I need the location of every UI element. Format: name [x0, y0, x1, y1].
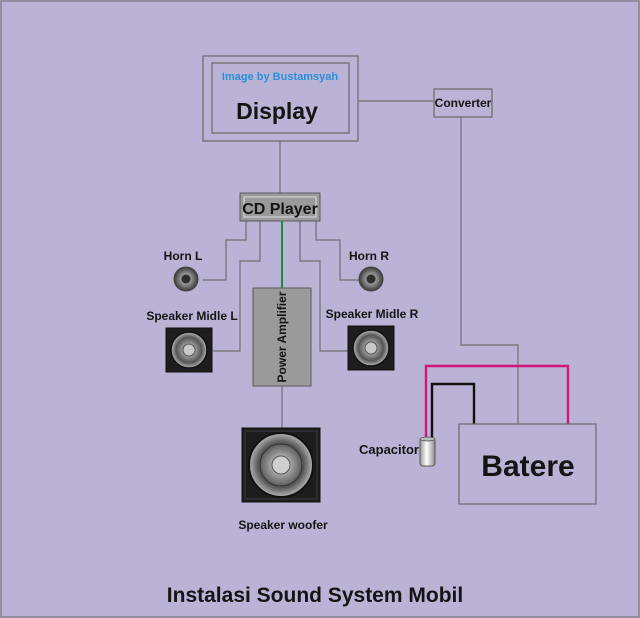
- horn-right-label: Horn R: [349, 249, 389, 263]
- speaker-right-icon: [347, 325, 395, 371]
- wire-converter-battery: [460, 117, 519, 424]
- speaker-midle-right: Speaker Midle R: [326, 307, 419, 371]
- battery-label: Batere: [481, 450, 574, 483]
- wire-cd-horn-left: [203, 221, 247, 281]
- wire-cd-speaker-left: [213, 221, 261, 352]
- capacitor-icon: [419, 436, 436, 467]
- speaker-woofer: Speaker woofer: [238, 427, 328, 532]
- woofer-label: Speaker woofer: [238, 518, 328, 532]
- wire-positive: [424, 364, 570, 438]
- converter-unit: Converter: [433, 88, 493, 118]
- battery-unit: Batere: [458, 423, 597, 505]
- display-label: Display: [236, 98, 318, 124]
- cd-player-label: CD Player: [242, 201, 318, 218]
- capacitor: Capacitor: [359, 436, 436, 467]
- horn-right: Horn R: [349, 249, 389, 292]
- cd-player-unit: CD Player: [239, 192, 321, 222]
- wire-cd-horn-right: [315, 221, 360, 281]
- woofer-icon: [241, 427, 321, 503]
- amplifier-label: Power Amplifier: [275, 291, 289, 382]
- horn-left-label: Horn L: [164, 249, 203, 263]
- speaker-left-icon: [165, 327, 213, 373]
- display-unit: Image by Bustamsyah Display: [202, 55, 359, 142]
- diagram-caption: Instalasi Sound System Mobil: [167, 584, 463, 607]
- speaker-right-label: Speaker Midle R: [326, 307, 419, 321]
- watermark: Image by Bustamsyah: [222, 71, 338, 83]
- capacitor-label: Capacitor: [359, 442, 419, 457]
- wiring: [203, 100, 570, 438]
- horn-left: Horn L: [164, 249, 203, 292]
- speaker-midle-left: Speaker Midle L: [146, 309, 238, 373]
- power-amplifier: Power Amplifier: [252, 287, 312, 387]
- wire-negative: [430, 382, 476, 438]
- converter-label: Converter: [435, 96, 492, 110]
- speaker-left-label: Speaker Midle L: [146, 309, 237, 323]
- wire-cd-speaker-right: [299, 221, 348, 352]
